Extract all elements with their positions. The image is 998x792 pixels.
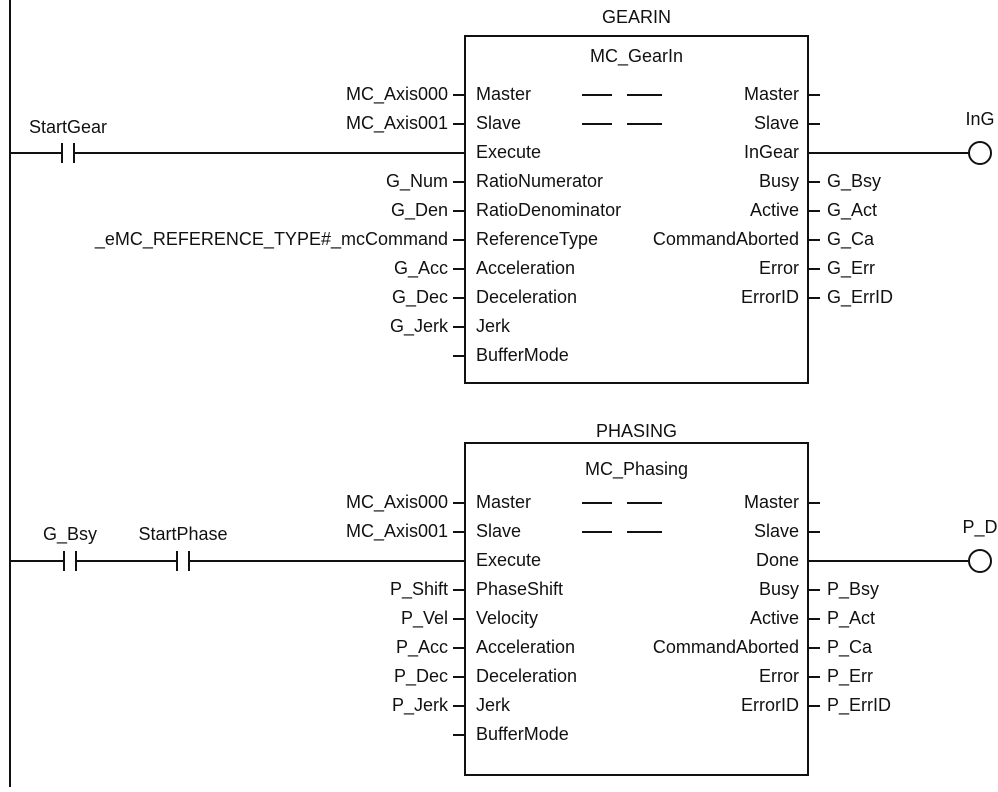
contact-label: G_Bsy — [43, 524, 97, 545]
input-variable: G_Dec — [392, 287, 448, 308]
input-variable: G_Den — [391, 200, 448, 221]
input-pin-label: BufferMode — [476, 724, 569, 744]
input-pin-label: BufferMode — [476, 345, 569, 365]
input-pin-label: Acceleration — [476, 258, 575, 278]
output-pin-label: Error — [759, 666, 799, 686]
output-pin-label: CommandAborted — [653, 229, 799, 249]
output-pin-label: Active — [750, 608, 799, 628]
fb-instance-name: PHASING — [596, 421, 677, 441]
input-pin-label: Jerk — [476, 316, 511, 336]
coil-label: InG — [965, 109, 994, 129]
output-pin-label: Active — [750, 200, 799, 220]
input-variable: P_Vel — [401, 608, 448, 629]
fb-type-name: MC_Phasing — [585, 459, 688, 480]
input-pin-label: PhaseShift — [476, 579, 563, 599]
input-pin-label: Velocity — [476, 608, 538, 628]
input-pin-label: Execute — [476, 550, 541, 570]
input-pin-label: RatioNumerator — [476, 171, 603, 191]
fb-type-name: MC_GearIn — [590, 46, 683, 67]
coil-label: P_D — [962, 517, 997, 538]
output-variable: G_Bsy — [827, 171, 881, 192]
output-pin-label: Done — [756, 550, 799, 570]
input-variable: P_Jerk — [392, 695, 449, 716]
output-variable: P_Ca — [827, 637, 873, 658]
input-pin-label: Execute — [476, 142, 541, 162]
coil-symbol — [968, 141, 992, 165]
input-variable: P_Dec — [394, 666, 448, 687]
coil-symbol — [968, 549, 992, 573]
input-variable: G_Acc — [394, 258, 448, 279]
output-pin-label: InGear — [744, 142, 799, 162]
input-pin-label: Master — [476, 84, 531, 104]
output-variable: G_Ca — [827, 229, 875, 250]
output-pin-label: Slave — [754, 521, 799, 541]
input-variable: P_Shift — [390, 579, 448, 600]
output-variable: P_ErrID — [827, 695, 891, 716]
output-variable: P_Err — [827, 666, 873, 687]
input-variable: MC_Axis000 — [346, 84, 448, 105]
output-pin-label: CommandAborted — [653, 637, 799, 657]
fb-instance-name: GEARIN — [602, 7, 671, 27]
input-variable: G_Num — [386, 171, 448, 192]
output-pin-label: ErrorID — [741, 695, 799, 715]
output-pin-label: Slave — [754, 113, 799, 133]
contact-label: StartPhase — [138, 524, 227, 544]
contact-label: StartGear — [29, 117, 107, 137]
output-pin-label: Error — [759, 258, 799, 278]
input-variable: MC_Axis000 — [346, 492, 448, 513]
input-variable: MC_Axis001 — [346, 113, 448, 134]
output-pin-label: Busy — [759, 171, 799, 191]
fb-box — [464, 35, 809, 384]
input-variable: MC_Axis001 — [346, 521, 448, 542]
input-variable: P_Acc — [396, 637, 448, 658]
output-variable: P_Bsy — [827, 579, 879, 600]
input-pin-label: Slave — [476, 113, 521, 133]
output-variable: G_Act — [827, 200, 877, 221]
input-pin-label: ReferenceType — [476, 229, 598, 249]
output-pin-label: Master — [744, 84, 799, 104]
input-pin-label: Deceleration — [476, 666, 577, 686]
input-pin-label: Master — [476, 492, 531, 512]
output-variable: G_Err — [827, 258, 875, 279]
input-variable: G_Jerk — [390, 316, 449, 337]
input-pin-label: Acceleration — [476, 637, 575, 657]
output-pin-label: Busy — [759, 579, 799, 599]
input-pin-label: Jerk — [476, 695, 511, 715]
output-variable: P_Act — [827, 608, 875, 629]
fb-box — [464, 442, 809, 776]
input-pin-label: Deceleration — [476, 287, 577, 307]
output-variable: G_ErrID — [827, 287, 893, 308]
input-variable: _eMC_REFERENCE_TYPE#_mcCommand — [94, 229, 448, 250]
output-pin-label: Master — [744, 492, 799, 512]
input-pin-label: Slave — [476, 521, 521, 541]
output-pin-label: ErrorID — [741, 287, 799, 307]
input-pin-label: RatioDenominator — [476, 200, 621, 220]
